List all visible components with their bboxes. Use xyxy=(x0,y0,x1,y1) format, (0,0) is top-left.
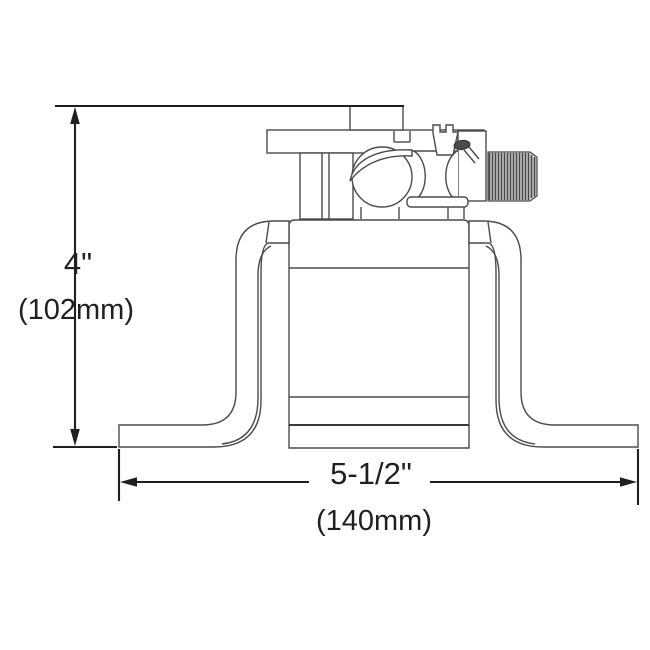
valve-pillars xyxy=(299,152,354,220)
bracket-body-lines xyxy=(289,267,469,426)
threaded-outlet xyxy=(487,151,538,202)
mounting-bracket xyxy=(118,219,639,449)
width-label-imperial: 5-1/2" xyxy=(330,456,412,491)
height-label-metric: (102mm) xyxy=(18,294,134,326)
valve-assembly xyxy=(266,105,538,220)
arrowhead-down xyxy=(70,429,80,446)
inlet-crescent xyxy=(349,149,413,182)
union-waist xyxy=(412,150,458,202)
bracket-arm-right-detail xyxy=(485,221,536,445)
underside-edges xyxy=(360,207,465,219)
arrowhead-up xyxy=(70,107,80,124)
bracket-body xyxy=(288,219,470,449)
width-label-metric: (140mm) xyxy=(316,505,432,537)
handle-neck xyxy=(393,131,411,143)
handle-block xyxy=(349,105,404,131)
bleed-screw xyxy=(453,139,471,151)
bracket-arm-left xyxy=(118,220,290,448)
arrowhead-left xyxy=(120,477,137,487)
horizontal-dimension: 5-1/2" (140mm) xyxy=(117,449,640,537)
height-label-imperial: 4" xyxy=(64,246,92,281)
vertical-dimension: 4" (102mm) xyxy=(18,104,404,449)
bonnet-nut xyxy=(432,124,459,156)
union-nut-base xyxy=(406,196,469,208)
arrowhead-right xyxy=(620,477,637,487)
bracket-arm-right xyxy=(468,220,639,448)
bracket-arm-left-detail xyxy=(221,221,272,445)
bleed-screw-stem xyxy=(463,146,480,164)
